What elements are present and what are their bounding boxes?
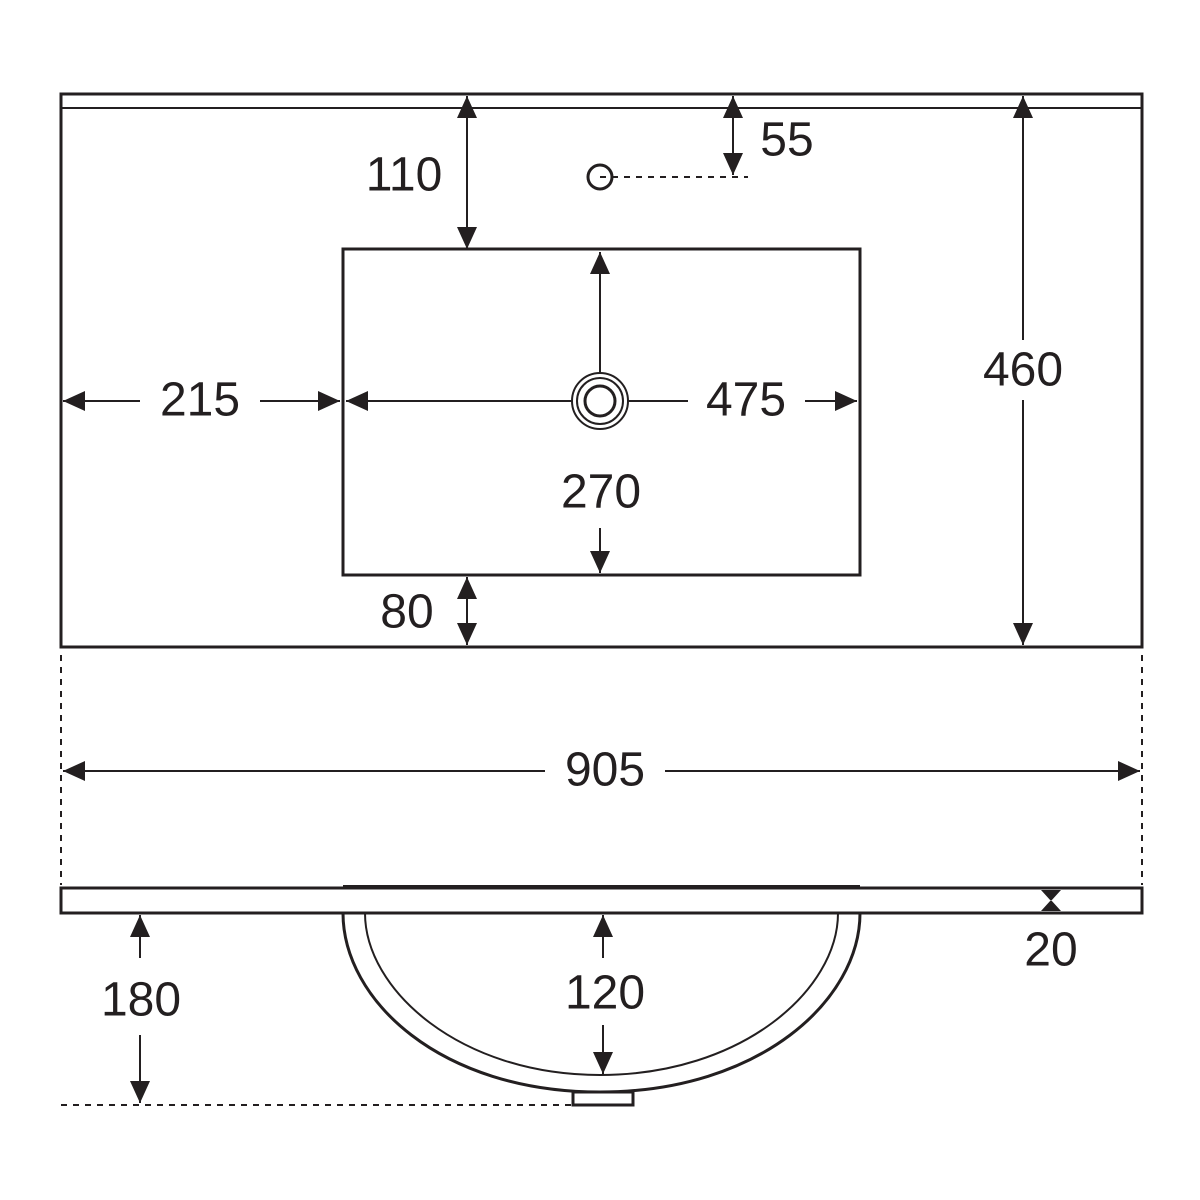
drain-icon	[571, 372, 629, 430]
dim-label-basin-width: 475	[706, 374, 786, 427]
dim-label-overall-depth: 460	[983, 344, 1063, 397]
plan-view: 110 55 460 215 475 270 80	[59, 92, 1144, 649]
side-view: 20 180 120	[59, 885, 1144, 1107]
drain-stub	[571, 1090, 635, 1107]
dim-label-total-height: 180	[101, 974, 181, 1027]
dim-label-bowl-depth: 120	[565, 967, 645, 1020]
dim-label-back-to-basin: 110	[366, 149, 443, 202]
countertop-outline	[59, 92, 1144, 649]
dim-label-overall-width: 905	[565, 744, 645, 797]
dim-label-basin-to-front: 80	[380, 586, 433, 639]
slab-outline	[59, 886, 1144, 915]
bowl-inner	[364, 912, 839, 1077]
overall-width-dimension: 905	[60, 655, 1143, 885]
dim-label-side-to-basin: 215	[160, 374, 240, 427]
dim-arrow-20	[1041, 890, 1061, 911]
dim-label-basin-depth: 270	[561, 466, 641, 519]
dim-label-slab-thickness: 20	[1024, 924, 1077, 977]
dim-label-tap-hole: 55	[760, 114, 813, 167]
basin-outline	[341, 247, 862, 577]
